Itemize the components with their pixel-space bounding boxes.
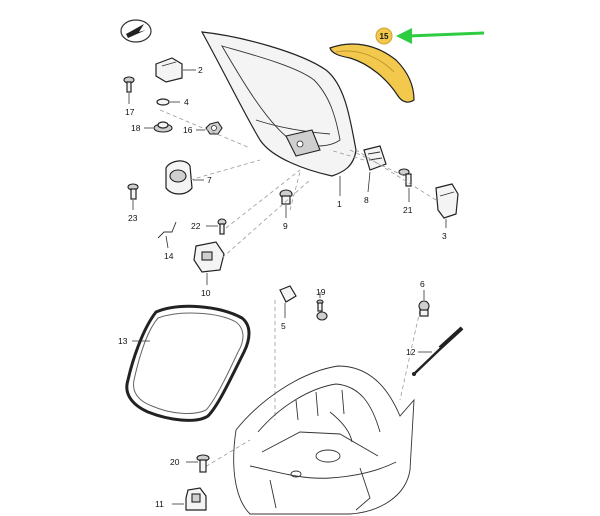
screw-20 [186,454,210,473]
part-21-label: 21 [403,205,413,215]
nut-16 [196,121,223,135]
screw-23 [127,183,139,210]
bump-stop-9 [279,189,293,218]
part-14-label: 14 [164,251,174,261]
assembly-lines [159,109,437,471]
part-13-label: 13 [118,336,128,346]
part-3-label: 3 [442,231,447,241]
lock-actuator-7 [165,160,204,195]
lock-10 [193,241,225,285]
gas-strut-12 [412,326,464,376]
part-9-label: 9 [283,221,288,231]
part-17-label: 17 [125,107,135,117]
part-2-label: 2 [198,65,203,75]
part-8-label: 8 [364,195,369,205]
part-10-label: 10 [201,288,211,298]
part-20-label: 20 [170,457,180,467]
part-4-label: 4 [184,97,189,107]
highlight-arrow [396,28,485,44]
hinge-part [155,57,196,83]
part-18-label: 18 [131,123,141,133]
part-19-label: 19 [316,287,326,297]
part-11-label: 11 [155,499,164,509]
spoiler-highlighted [329,43,415,103]
rod-14 [157,221,177,249]
part-22-label: 22 [191,221,201,231]
part-15-label: 15 [380,32,389,41]
clip-8 [363,145,387,193]
bolt-17 [123,76,135,104]
part-15-badge: 15 [375,27,393,45]
grommet-18 [144,121,173,133]
tailgate-panel [200,31,357,177]
bolt-19 [316,292,328,321]
part-6-label: 6 [420,279,425,289]
part-12-label: 12 [406,347,416,357]
cap-3 [435,183,459,228]
bump-stop-5 [279,285,297,318]
part-7-label: 7 [207,175,212,185]
screw-21 [398,168,412,202]
washer-4 [156,98,180,106]
part-5-label: 5 [281,321,286,331]
striker-11 [172,487,207,511]
part-23-label: 23 [128,213,138,223]
ball-stud-6 [418,290,430,317]
part-1-label: 1 [337,199,342,209]
spoiler-shape [329,43,415,103]
seal-13 [125,304,251,422]
car-body [233,365,415,515]
part-16-label: 16 [183,125,193,135]
screw-22 [206,218,227,235]
manufacturer-logo [120,19,152,43]
